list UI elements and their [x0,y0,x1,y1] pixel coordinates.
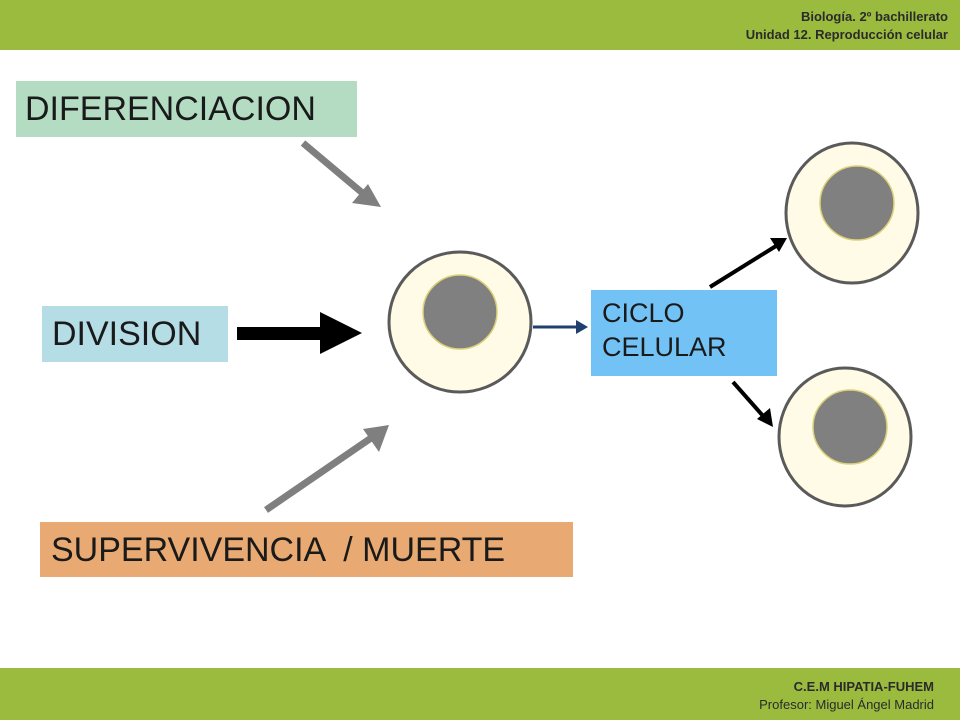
ciclo-label-line2: CELULAR [602,331,727,362]
upper-daughter-arrow [708,238,787,289]
header-course: Biología. 2º bachillerato [800,9,948,24]
ciclo-arrow [533,320,588,334]
ciclo-celular-box: CICLO CELULAR [591,290,777,376]
upper-daughter-cell [784,141,920,285]
footer-band: C.E.M HIPATIA-FUHEM Profesor: Miguel Áng… [0,668,960,720]
division-arrow [237,312,362,354]
division-box: DIVISION [42,306,228,362]
division-label: DIVISION [52,315,202,353]
supervivencia-box: SUPERVIVENCIA / MUERTE [40,522,573,577]
supervivencia-arrow [264,425,389,513]
ciclo-label-line1: CICLO [602,298,685,328]
diferenciacion-arrow [300,140,381,207]
diferenciacion-label: DIFERENCIACION [25,90,316,128]
footer-teacher: Profesor: Miguel Ángel Madrid [759,697,934,712]
lower-daughter-arrow [731,380,773,427]
header-unit: Unidad 12. Reproducción celular [745,27,948,42]
lower-daughter-cell [777,366,913,508]
central-cell [387,250,533,394]
footer-school: C.E.M HIPATIA-FUHEM [793,679,934,694]
diferenciacion-box: DIFERENCIACION [16,81,357,137]
header-band: Biología. 2º bachillerato Unidad 12. Rep… [0,0,960,50]
supervivencia-label: SUPERVIVENCIA / MUERTE [51,530,506,569]
